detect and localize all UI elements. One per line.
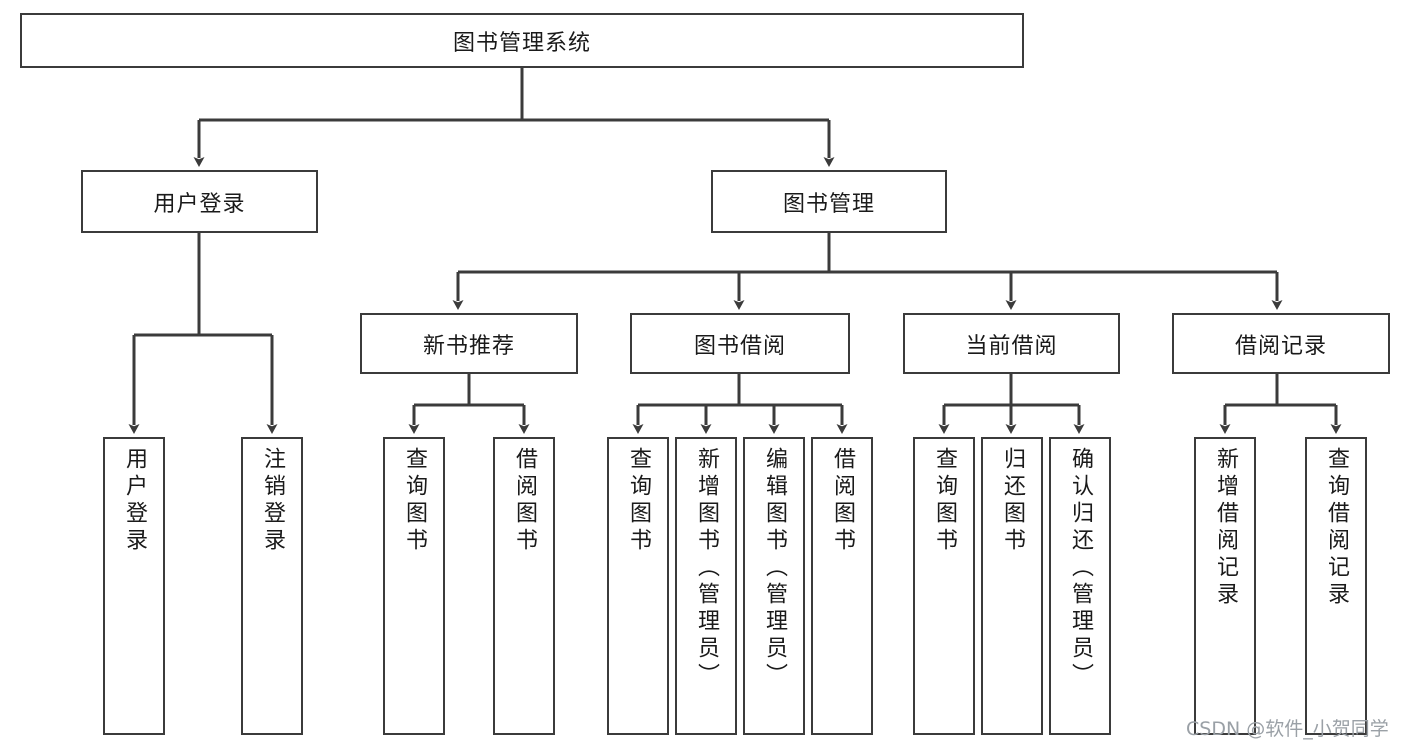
- leaf-label: 查询图书: [932, 447, 957, 555]
- watermark: CSDN @软件_小贺同学: [1186, 718, 1389, 740]
- node-root[interactable]: 图书管理系统: [20, 13, 1024, 68]
- leaf-record-add-record[interactable]: 新增借阅记录: [1194, 437, 1256, 735]
- node-book-borrow[interactable]: 图书借阅: [630, 313, 850, 374]
- leaf-borrow-add-book[interactable]: 新增图书（管理员）: [675, 437, 737, 735]
- node-book-management-label: 图书管理: [782, 191, 875, 217]
- leaf-label: 借阅图书: [830, 447, 855, 555]
- node-current-borrow[interactable]: 当前借阅: [903, 313, 1120, 374]
- node-current-borrow-label: 当前借阅: [965, 333, 1058, 359]
- node-book-management[interactable]: 图书管理: [711, 170, 947, 233]
- leaf-borrow-borrow-book[interactable]: 借阅图书: [811, 437, 873, 735]
- leaf-borrow-query-book[interactable]: 查询图书: [607, 437, 669, 735]
- leaf-current-return-book[interactable]: 归还图书: [981, 437, 1043, 735]
- leaf-label: 查询图书: [626, 447, 651, 555]
- leaf-recommend-query-book[interactable]: 查询图书: [383, 437, 445, 735]
- leaf-label: 借阅图书: [512, 447, 537, 555]
- node-new-book-recommend[interactable]: 新书推荐: [360, 313, 578, 374]
- leaf-label: 编辑图书（管理员）: [762, 447, 787, 690]
- leaf-label: 新增借阅记录: [1213, 447, 1238, 609]
- leaf-label: 确认归还（管理员）: [1068, 447, 1093, 690]
- leaf-label: 用户登录: [122, 447, 147, 555]
- leaf-current-confirm-return[interactable]: 确认归还（管理员）: [1049, 437, 1111, 735]
- leaf-label: 查询图书: [402, 447, 427, 555]
- node-borrow-record[interactable]: 借阅记录: [1172, 313, 1390, 374]
- leaf-user-login-logout[interactable]: 注销登录: [241, 437, 303, 735]
- leaf-borrow-edit-book[interactable]: 编辑图书（管理员）: [743, 437, 805, 735]
- node-user-login-label: 用户登录: [153, 191, 246, 217]
- leaf-user-login-login[interactable]: 用户登录: [103, 437, 165, 735]
- node-new-book-recommend-label: 新书推荐: [422, 333, 515, 359]
- node-borrow-record-label: 借阅记录: [1234, 333, 1327, 359]
- node-book-borrow-label: 图书借阅: [693, 333, 786, 359]
- leaf-label: 注销登录: [260, 447, 285, 555]
- leaf-current-query-book[interactable]: 查询图书: [913, 437, 975, 735]
- node-user-login[interactable]: 用户登录: [81, 170, 318, 233]
- leaf-record-query-record[interactable]: 查询借阅记录: [1305, 437, 1367, 735]
- leaf-recommend-borrow-book[interactable]: 借阅图书: [493, 437, 555, 735]
- leaf-label: 归还图书: [1000, 447, 1025, 555]
- leaf-label: 查询借阅记录: [1324, 447, 1349, 609]
- leaf-label: 新增图书（管理员）: [694, 447, 719, 690]
- node-root-label: 图书管理系统: [452, 30, 591, 56]
